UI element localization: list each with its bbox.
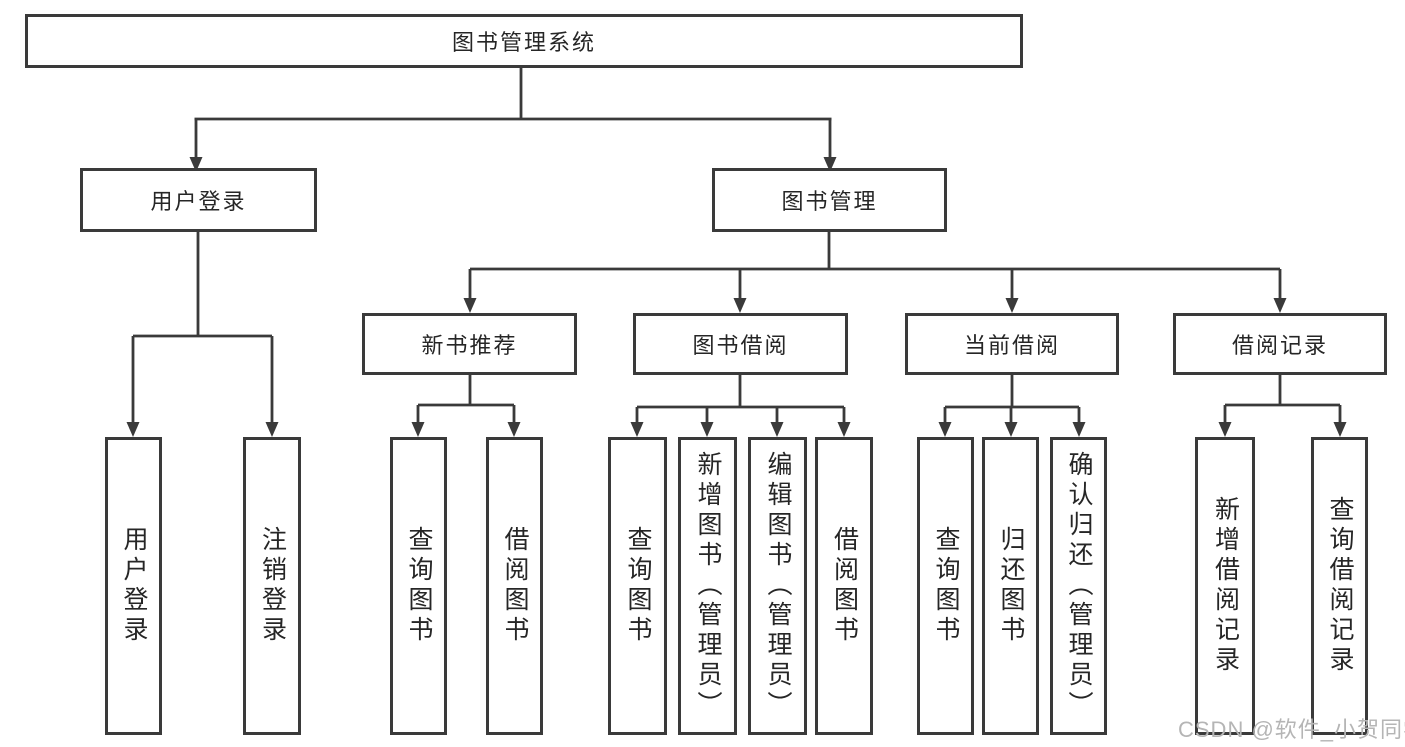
arrowhead-icon <box>411 422 425 437</box>
csdn-watermark: CSDN @软件_小贺同学 <box>1178 717 1405 742</box>
leaf-user-login-label: 用户登录 <box>120 526 148 646</box>
leaf-borrow-books-2-label: 借阅图书 <box>830 526 859 646</box>
arrowhead-icon <box>1218 422 1232 437</box>
leaf-add-books-admin-label: 新增图书（管理员） <box>694 451 722 721</box>
node-new-book-recommend-label: 新书推荐 <box>421 333 518 358</box>
leaf-logout: 注销登录 <box>243 437 301 735</box>
arrowhead-icon <box>630 422 644 437</box>
leaf-query-books-2-label: 查询图书 <box>624 526 652 646</box>
node-book-management-label: 图书管理 <box>781 189 878 214</box>
leaf-confirm-return-admin-label: 确认归还（管理员） <box>1065 451 1093 721</box>
arrowhead-icon <box>463 298 477 313</box>
arrowhead-icon <box>1072 422 1086 437</box>
arrowhead-icon <box>1333 422 1347 437</box>
arrowhead-icon <box>700 422 714 437</box>
leaf-query-books-1: 查询图书 <box>390 437 447 735</box>
leaf-query-borrow-record-label: 查询借阅记录 <box>1326 496 1354 676</box>
arrowhead-icon <box>507 422 521 437</box>
arrowhead-icon <box>770 422 784 437</box>
node-current-borrow: 当前借阅 <box>905 313 1119 375</box>
node-book-borrow-label: 图书借阅 <box>692 333 789 358</box>
arrowhead-icon <box>733 298 747 313</box>
arrowhead-icon <box>1005 298 1019 313</box>
leaf-add-books-admin: 新增图书（管理员） <box>678 437 737 735</box>
leaf-edit-books-admin: 编辑图书（管理员） <box>748 437 807 735</box>
leaf-user-login: 用户登录 <box>105 437 162 735</box>
leaf-add-borrow-record: 新增借阅记录 <box>1195 437 1255 735</box>
arrowhead-icon <box>189 157 203 172</box>
leaf-query-books-3-label: 查询图书 <box>932 526 960 646</box>
node-borrow-records: 借阅记录 <box>1173 313 1387 375</box>
node-book-borrow: 图书借阅 <box>633 313 848 375</box>
node-user-login: 用户登录 <box>80 168 317 232</box>
leaf-return-books-label: 归还图书 <box>997 526 1025 646</box>
node-book-management: 图书管理 <box>712 168 947 232</box>
arrowhead-icon <box>837 422 851 437</box>
leaf-borrow-books-1: 借阅图书 <box>486 437 543 735</box>
node-root: 图书管理系统 <box>25 14 1023 68</box>
node-root-label: 图书管理系统 <box>451 30 596 55</box>
leaf-confirm-return-admin: 确认归还（管理员） <box>1050 437 1107 735</box>
leaf-logout-label: 注销登录 <box>258 526 287 646</box>
leaf-query-books-1-label: 查询图书 <box>405 526 433 646</box>
arrowhead-icon <box>265 422 279 437</box>
arrowhead-icon <box>1004 422 1018 437</box>
arrowhead-icon <box>823 157 837 172</box>
leaf-add-borrow-record-label: 新增借阅记录 <box>1211 496 1240 676</box>
leaf-return-books: 归还图书 <box>982 437 1039 735</box>
node-borrow-records-label: 借阅记录 <box>1231 333 1328 358</box>
leaf-query-books-3: 查询图书 <box>917 437 974 735</box>
leaf-query-borrow-record: 查询借阅记录 <box>1311 437 1368 735</box>
arrowhead-icon <box>938 422 952 437</box>
leaf-borrow-books-1-label: 借阅图书 <box>501 526 529 646</box>
leaf-edit-books-admin-label: 编辑图书（管理员） <box>764 451 792 721</box>
node-current-borrow-label: 当前借阅 <box>963 333 1060 358</box>
leaf-query-books-2: 查询图书 <box>608 437 667 735</box>
node-user-login-label: 用户登录 <box>150 189 247 214</box>
arrowhead-icon <box>1273 298 1287 313</box>
arrowhead-icon <box>126 422 140 437</box>
node-new-book-recommend: 新书推荐 <box>362 313 577 375</box>
leaf-borrow-books-2: 借阅图书 <box>815 437 873 735</box>
